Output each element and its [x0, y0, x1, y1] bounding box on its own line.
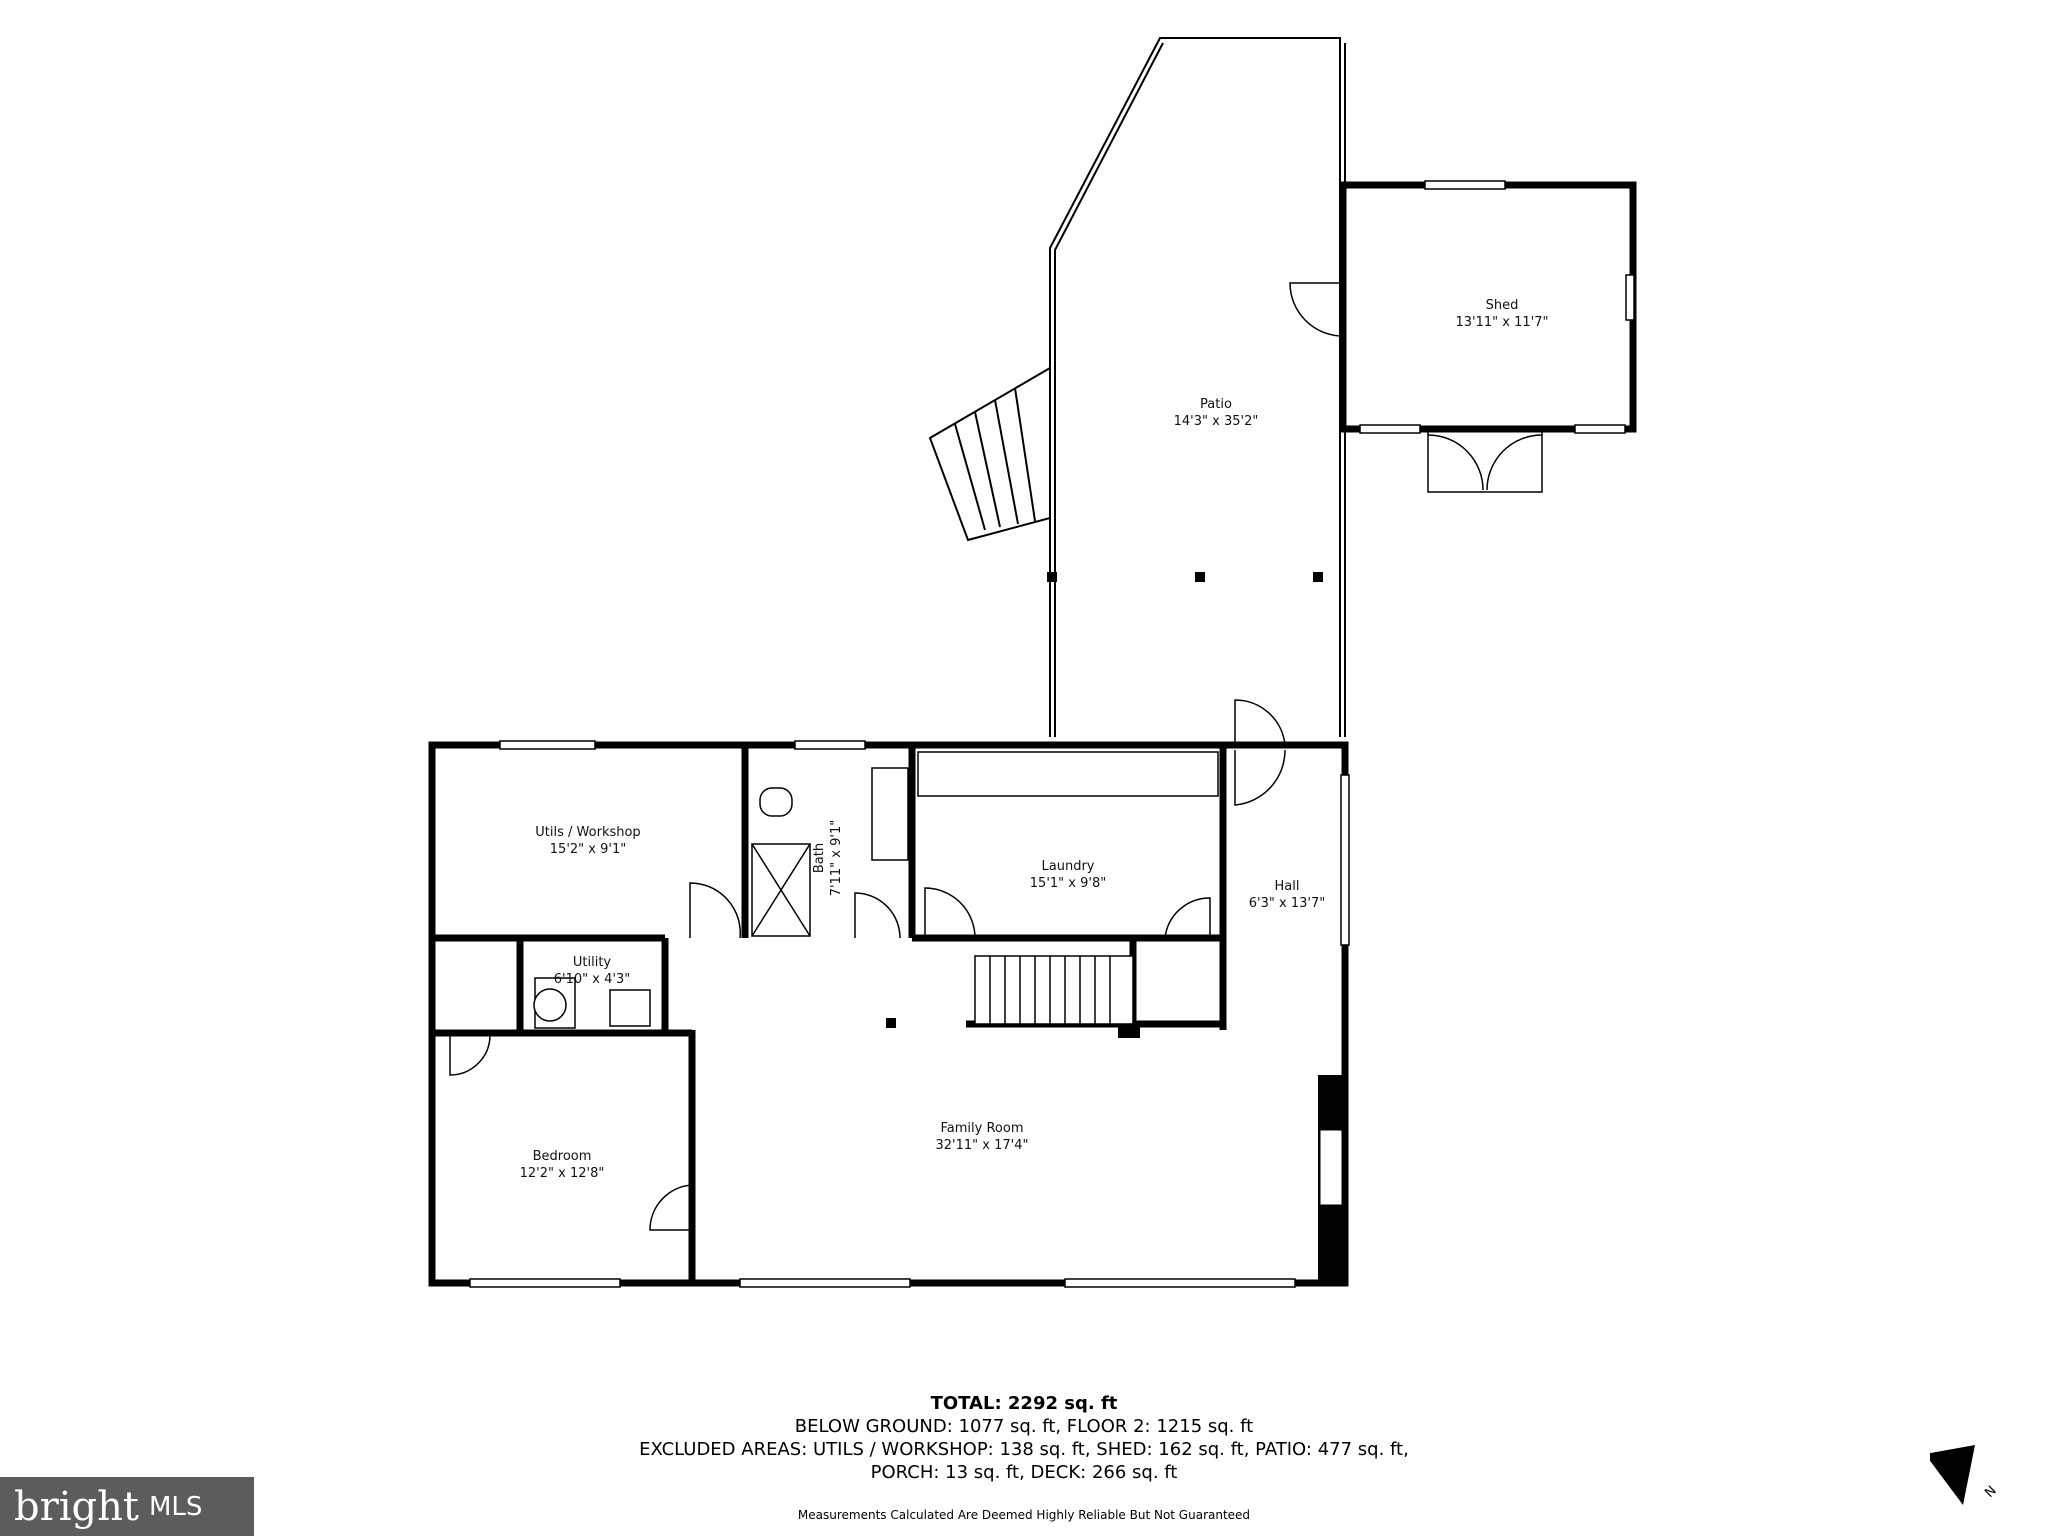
- column: [1118, 1024, 1140, 1038]
- room-name-utils-workshop: Utils / Workshop: [535, 825, 640, 840]
- patio-outline: [1049, 37, 1346, 737]
- room-name-laundry: Laundry: [1042, 859, 1095, 874]
- compass-icon: N: [1930, 1445, 2000, 1505]
- logo-brand: bright: [14, 1483, 139, 1530]
- room-dims-family-room: 32'11" x 17'4": [936, 1138, 1029, 1153]
- room-dims-bath: 7'11" x 9'1": [829, 820, 844, 896]
- bright-mls-logo: bright MLS: [0, 1477, 254, 1536]
- interior-stairs: [974, 955, 1134, 1025]
- column: [886, 1018, 896, 1028]
- deck-stairs: [928, 366, 1051, 542]
- room-dims-utils-workshop: 15'2" x 9'1": [550, 842, 626, 857]
- room-name-bedroom: Bedroom: [533, 1149, 592, 1164]
- room-name-bath: Bath: [812, 843, 827, 873]
- room-name-hall: Hall: [1275, 879, 1300, 894]
- room-name-patio: Patio: [1200, 397, 1232, 412]
- area-line-2: EXCLUDED AREAS: UTILS / WORKSHOP: 138 sq…: [639, 1439, 1409, 1460]
- logo-mls: MLS: [148, 1491, 203, 1522]
- fixtures: [533, 751, 1219, 1029]
- room-labels: Patio 14'3" x 35'2" Shed 13'11" x 11'7" …: [520, 298, 1549, 1181]
- house-doors: [449, 699, 1286, 1231]
- area-line-3: PORCH: 13 sq. ft, DECK: 266 sq. ft: [870, 1462, 1178, 1483]
- room-dims-hall: 6'3" x 13'7": [1249, 896, 1325, 911]
- area-totals: TOTAL: 2292 sq. ft BELOW GROUND: 1077 sq…: [0, 1392, 2048, 1484]
- shed-windows: [1359, 180, 1635, 434]
- room-name-family-room: Family Room: [941, 1121, 1024, 1136]
- room-name-shed: Shed: [1486, 298, 1519, 313]
- disclaimer: Measurements Calculated Are Deemed Highl…: [797, 1508, 1251, 1522]
- patio-posts: [1047, 572, 1323, 582]
- room-dims-utility: 6'10" x 4'3": [554, 972, 630, 987]
- room-dims-laundry: 15'1" x 9'8": [1030, 876, 1106, 891]
- house-windows: [469, 740, 1350, 1288]
- compass-label: N: [1982, 1483, 1999, 1500]
- room-dims-bedroom: 12'2" x 12'8": [520, 1166, 605, 1181]
- shed-doors: [1289, 282, 1543, 493]
- fireplace: [1318, 1075, 1345, 1285]
- room-name-utility: Utility: [573, 955, 612, 970]
- total-area: TOTAL: 2292 sq. ft: [930, 1393, 1118, 1414]
- room-dims-shed: 13'11" x 11'7": [1456, 315, 1549, 330]
- room-dims-patio: 14'3" x 35'2": [1174, 414, 1259, 429]
- area-line-1: BELOW GROUND: 1077 sq. ft, FLOOR 2: 1215…: [794, 1416, 1254, 1437]
